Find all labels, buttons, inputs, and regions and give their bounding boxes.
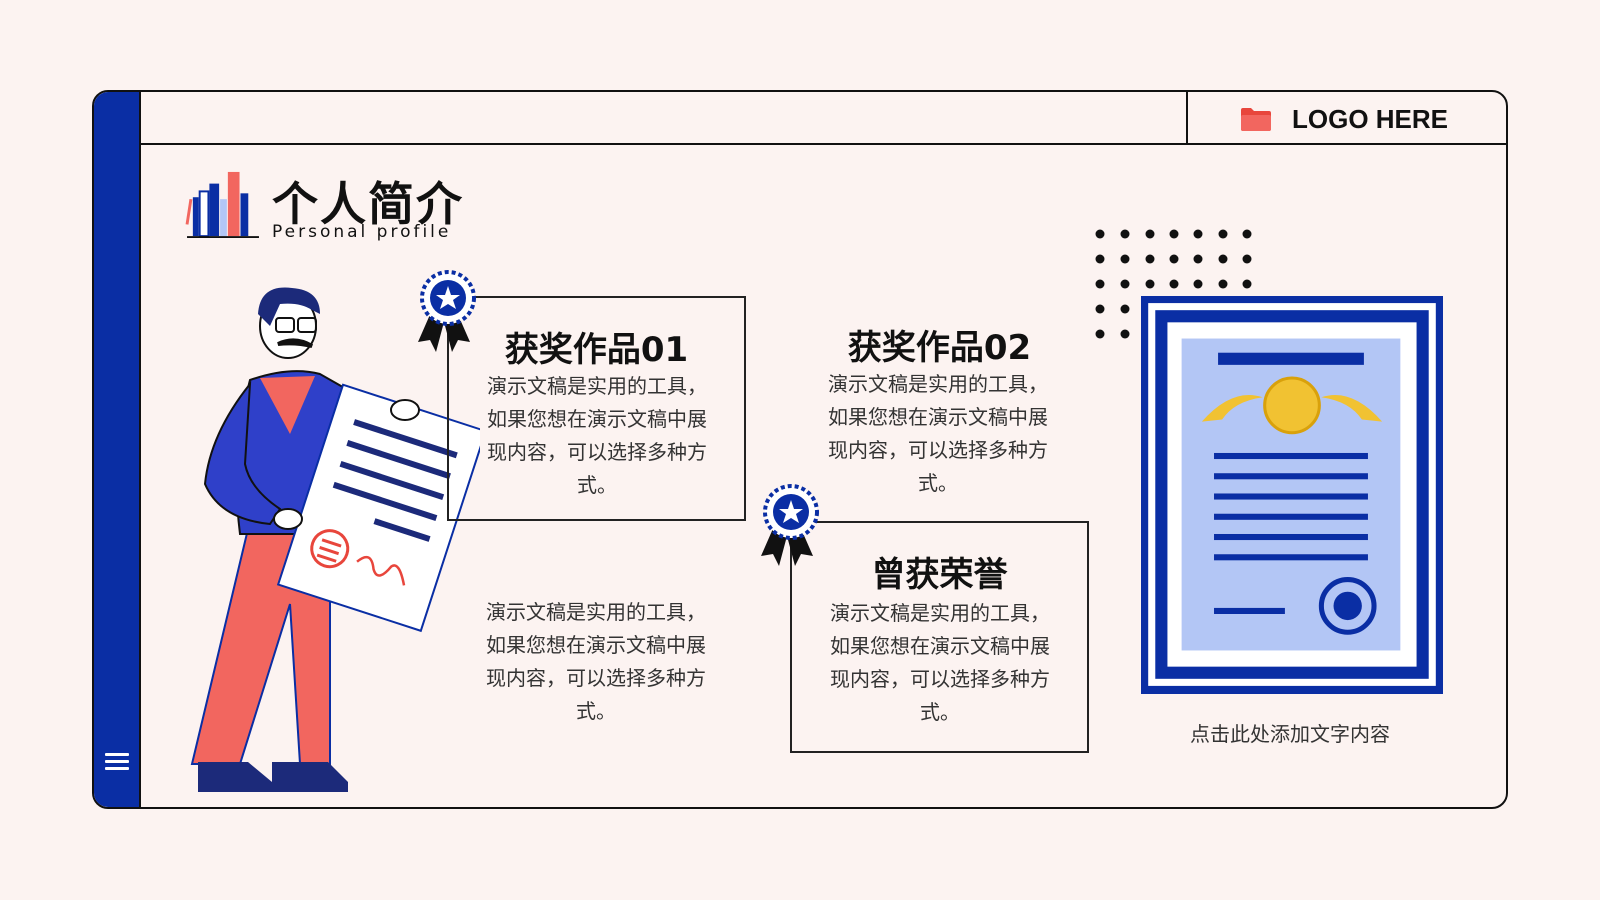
logo-text: LOGO HERE — [1292, 104, 1449, 134]
folder-icon — [1241, 108, 1271, 131]
card-title: 获奖作品01 — [504, 330, 689, 370]
card-body: 演示文稿是实用的工具，如果您想在演示文稿中展现内容，可以选择多种方式。 — [487, 374, 707, 497]
dot-grid-decoration — [1095, 229, 1252, 339]
card-title: 曾获荣誉 — [871, 555, 1008, 595]
books-icon — [185, 171, 259, 239]
honors-card: 曾获荣誉 演示文稿是实用的工具，如果您想在演示文稿中展现内容，可以选择多种方式。 — [790, 521, 1089, 753]
page-subtitle: Personal profile — [272, 222, 452, 242]
certificate-icon — [1141, 296, 1443, 694]
extra-body-text: 演示文稿是实用的工具，如果您想在演示文稿中展现内容，可以选择多种方式。 — [486, 600, 706, 723]
card-body: 演示文稿是实用的工具，如果您想在演示文稿中展现内容，可以选择多种方式。 — [828, 372, 1048, 495]
hamburger-menu-icon[interactable] — [105, 753, 129, 773]
award-card-2: 获奖作品02 演示文稿是实用的工具，如果您想在演示文稿中展现内容，可以选择多种方… — [790, 296, 1089, 521]
sidebar — [94, 92, 141, 807]
top-bar: LOGO HERE — [141, 92, 1506, 145]
award-ribbon-icon — [418, 270, 476, 352]
logo-area[interactable]: LOGO HERE — [1186, 92, 1506, 143]
certificate-caption[interactable]: 点击此处添加文字内容 — [1190, 722, 1390, 746]
page-title: 个人简介 — [272, 177, 464, 231]
card-body: 演示文稿是实用的工具，如果您想在演示文稿中展现内容，可以选择多种方式。 — [830, 601, 1050, 724]
award-card-1: 获奖作品01 演示文稿是实用的工具，如果您想在演示文稿中展现内容，可以选择多种方… — [447, 296, 746, 521]
person-with-certificate-illustration — [190, 287, 480, 792]
award-ribbon-icon — [761, 484, 819, 566]
card-title: 获奖作品02 — [847, 328, 1032, 368]
